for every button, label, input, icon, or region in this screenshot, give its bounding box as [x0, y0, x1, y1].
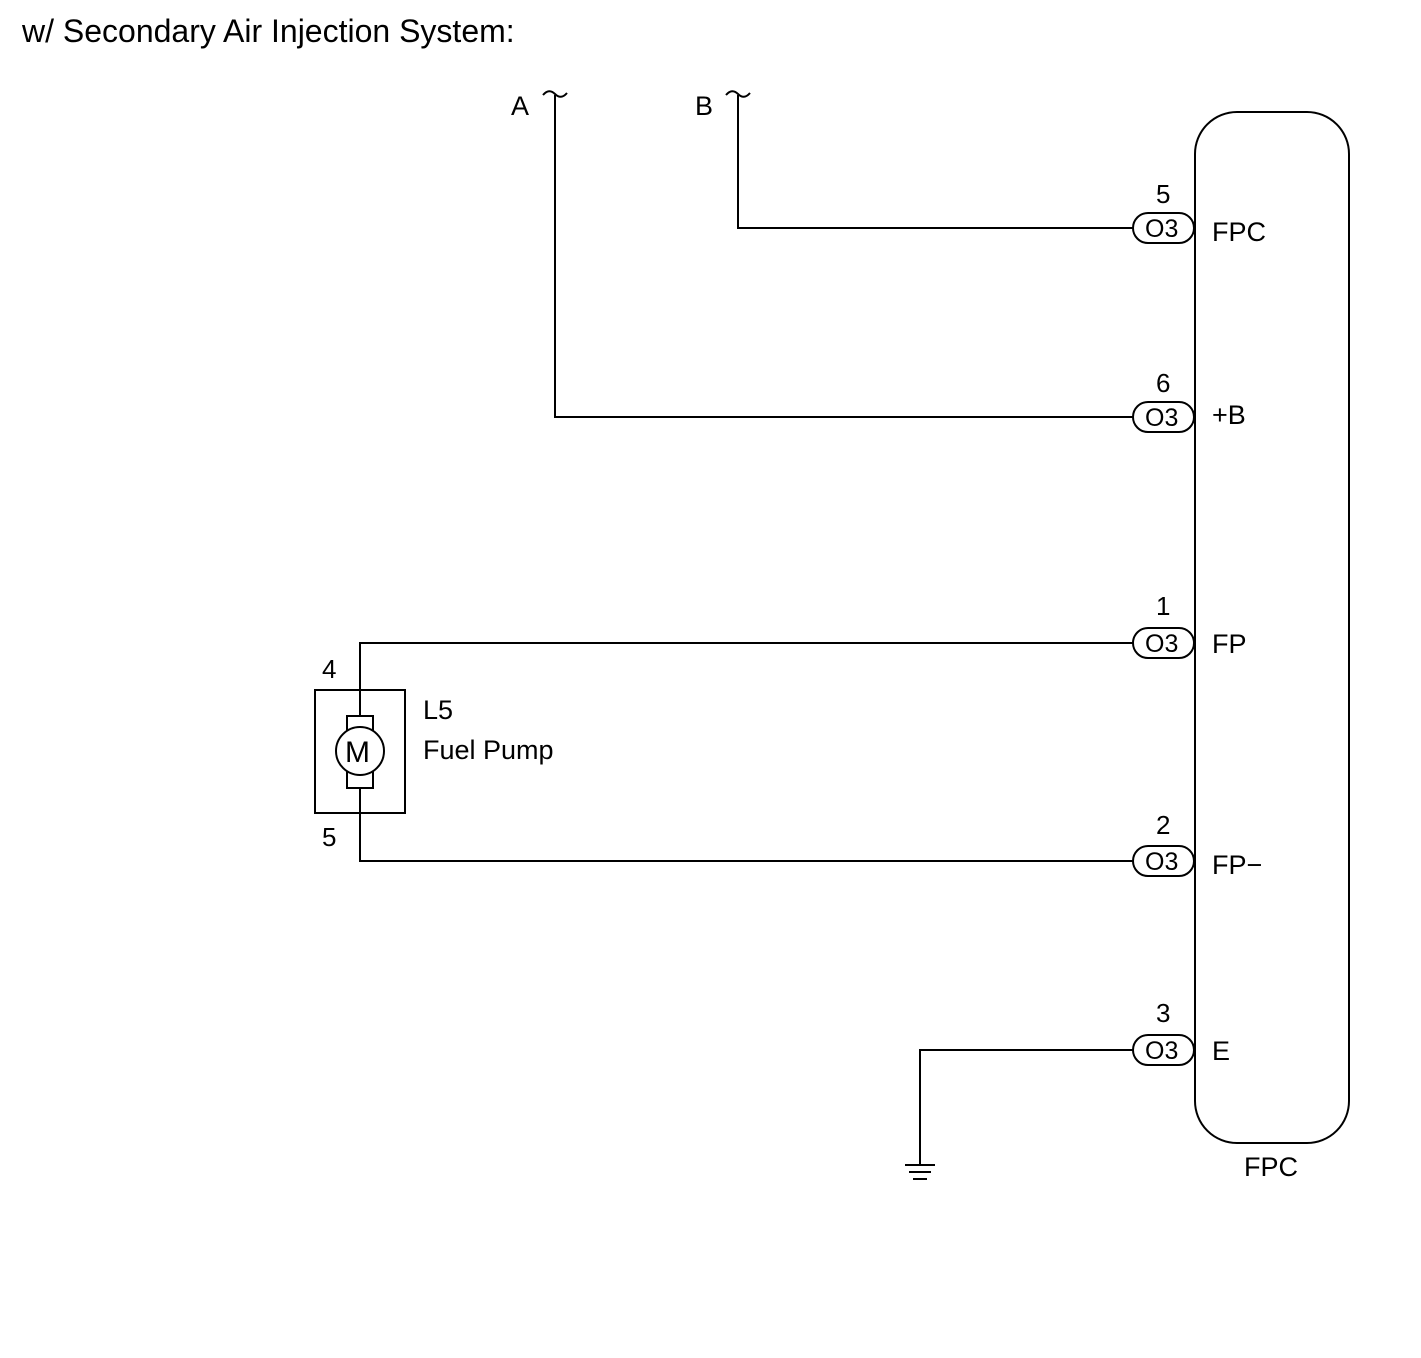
terminal-name: FPC [1212, 217, 1266, 247]
connector-code: O3 [1145, 404, 1178, 432]
fpc-unit: FPC [1194, 111, 1350, 1182]
connector-code: O3 [1145, 848, 1178, 876]
connector-code: O3 [1145, 630, 1178, 658]
pin-fp: 1 O3 FP [1132, 591, 1247, 659]
wire-a-to-plus-b [554, 95, 1133, 418]
wire-break-icon [725, 90, 751, 98]
connector-badge [1132, 845, 1195, 877]
wire-end-b: B [695, 90, 751, 121]
fpc-unit-body [1194, 111, 1350, 1144]
pin-number: 2 [1156, 810, 1170, 840]
motor-icon: M [335, 715, 385, 789]
wire-fp-minus [359, 788, 1133, 862]
pin-plus-b: 6 O3 +B [1132, 368, 1246, 433]
pin-number: 6 [1156, 368, 1170, 398]
pin-number: 1 [1156, 591, 1170, 621]
ground-icon [905, 1164, 935, 1180]
fuel-pump-name: Fuel Pump [423, 735, 554, 765]
wire-ground [919, 1049, 1133, 1165]
connector-badge [1132, 1034, 1195, 1066]
fuel-pump-pin-bottom: 5 [322, 822, 336, 852]
connector-badge [1132, 401, 1195, 433]
wire-end-a-label: A [511, 91, 529, 121]
fuel-pump-housing [314, 689, 406, 814]
pin-number: 5 [1156, 179, 1170, 209]
pin-fpc: 5 O3 FPC [1132, 179, 1266, 247]
connector-code: O3 [1145, 1037, 1178, 1065]
wire-end-a: A [511, 90, 568, 121]
wire-break-icon [542, 90, 568, 98]
motor-symbol: M [345, 736, 370, 769]
pin-e: 3 O3 E [1132, 998, 1230, 1066]
terminal-name: +B [1212, 400, 1246, 430]
pin-number: 3 [1156, 998, 1170, 1028]
fuel-pump-code: L5 [423, 695, 453, 725]
diagram-heading: w/ Secondary Air Injection System: [21, 13, 515, 49]
wire-fp [359, 642, 1133, 716]
connector-badge [1132, 627, 1195, 659]
fuel-pump: M 4 5 L5 Fuel Pump [314, 654, 554, 852]
wire-end-b-label: B [695, 91, 713, 121]
connector-badge [1132, 212, 1195, 244]
fuel-pump-pin-top: 4 [322, 654, 336, 684]
fpc-unit-name: FPC [1244, 1152, 1298, 1182]
terminal-name: E [1212, 1036, 1230, 1066]
pin-fp-minus: 2 O3 FP− [1132, 810, 1262, 880]
wire-b-to-fpc [737, 95, 1133, 229]
terminal-name: FP− [1212, 850, 1262, 880]
terminal-name: FP [1212, 629, 1247, 659]
connector-code: O3 [1145, 215, 1178, 243]
